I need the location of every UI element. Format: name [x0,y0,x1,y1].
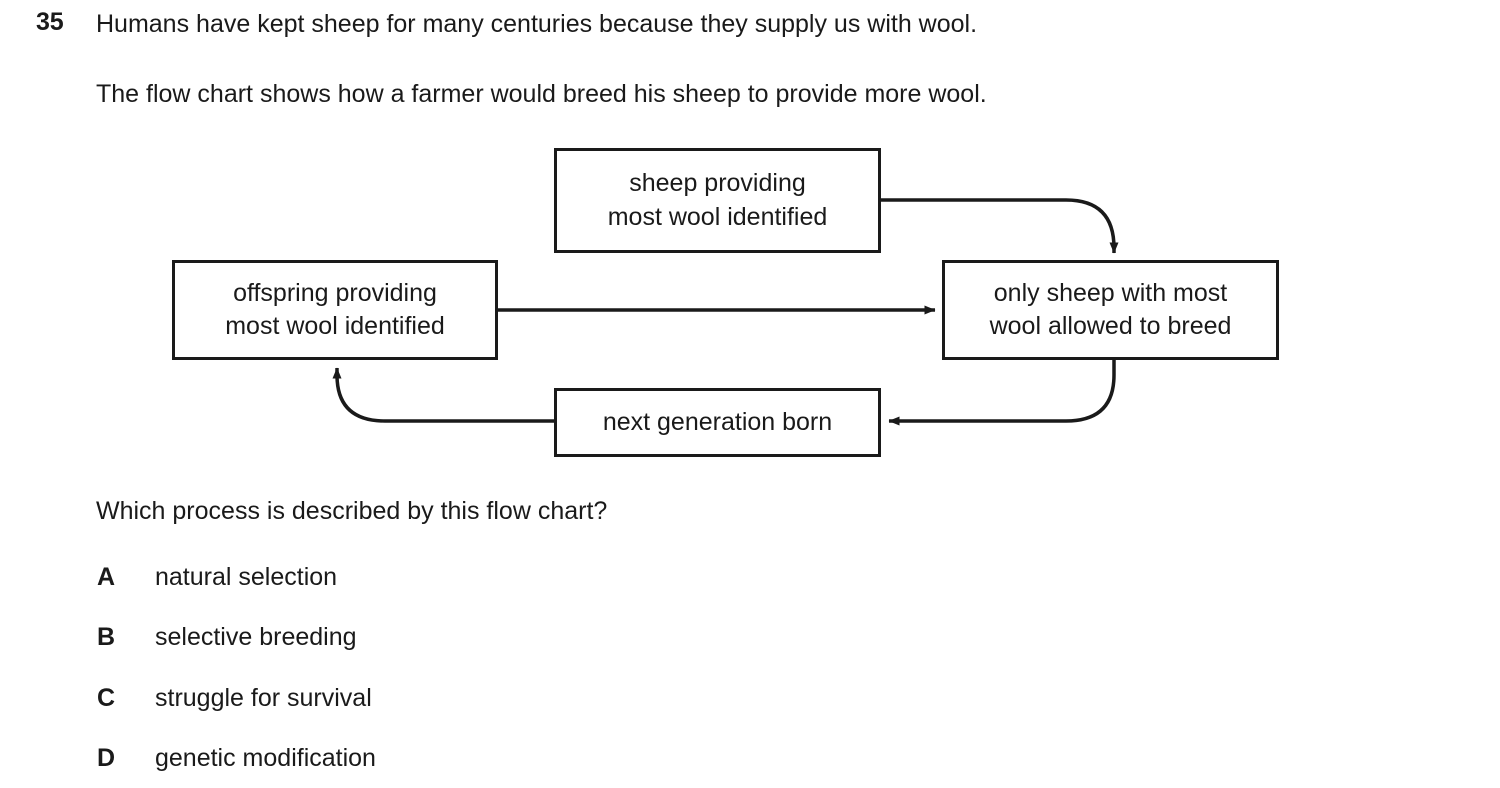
answer-option-b-text: selective breeding [155,623,357,651]
flowchart-box-sheep-line-2: most wool identified [607,202,828,231]
answer-option-c-text: struggle for survival [155,684,372,712]
question-prompt: Which process is described by this flow … [96,497,608,525]
question-number: 35 [36,8,64,36]
flowchart-box-offspring-line-1: offspring providing [233,278,437,307]
flowchart-box-offspring-line-2: most wool identified [225,312,445,340]
answer-option-d-letter: D [97,744,116,772]
connector-breed-to-nextgen [888,360,1116,426]
connector-nextgen-to-offspring [332,367,554,423]
flowchart-box-breed-line-2: wool allowed to breed [989,312,1232,340]
flowchart-box-nextgen-line-1: next generation born [602,407,833,436]
flowchart-box-breed: only sheep with most wool allowed to bre… [942,260,1279,360]
flowchart-box-sheep-line-1: sheep providing [629,169,806,198]
answer-option-a-text: natural selection [155,563,338,591]
answer-option-c-letter: C [97,684,116,712]
question-stem-line-1: Humans have kept sheep for many centurie… [96,10,978,38]
answer-option-b-letter: B [97,623,116,651]
answer-option-a-letter: A [97,563,116,591]
flowchart-box-sheep: sheep providing most wool identified [554,148,881,253]
flowchart-box-nextgen: next generation born [554,388,881,457]
flowchart-box-offspring: offspring providing most wool identified [172,260,498,360]
question-stem-line-2: The flow chart shows how a farmer would … [96,80,987,108]
flowchart-box-breed-line-1: only sheep with most [993,278,1228,307]
answer-option-d-text: genetic modification [155,744,376,772]
connector-sheep-to-breed [881,198,1119,254]
